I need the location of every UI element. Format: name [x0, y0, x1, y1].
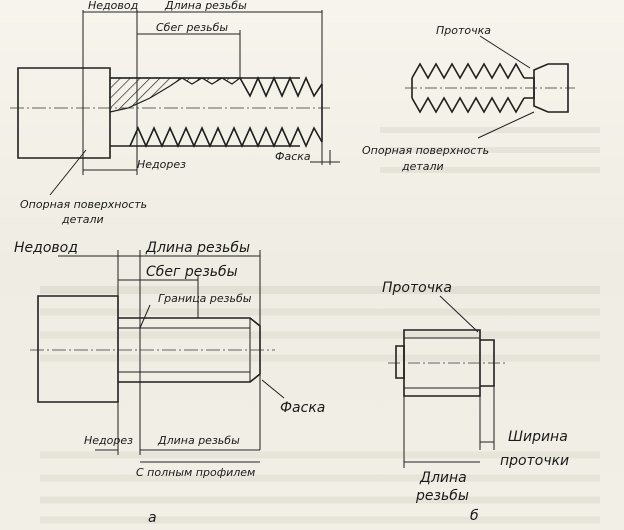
- bottom-right-figure: [388, 295, 505, 468]
- bl-faska-label: Фаска: [280, 400, 325, 416]
- br-dlina-line1: Длина: [419, 470, 467, 486]
- bl-s-polnym-label: С полным профилем: [136, 466, 255, 479]
- tl-nedovod-label: Недовод: [88, 0, 138, 12]
- tl-nedorez-label: Недорез: [137, 158, 186, 171]
- bottom-left-figure: [30, 250, 285, 463]
- bl-nedovod-label: Недовод: [14, 240, 78, 256]
- tl-opornaya-line1: Опорная поверхность: [20, 198, 147, 211]
- br-shirina-line1: Ширина: [508, 429, 568, 445]
- tr-opornaya-line2: детали: [401, 160, 444, 173]
- bl-nedorez-label: Недорез: [84, 434, 133, 447]
- tl-faska-label: Фаска: [275, 150, 311, 163]
- br-caption: б: [470, 508, 479, 524]
- bl-dlina-rezby-bottom-label: Длина резьбы: [157, 434, 240, 447]
- top-right-figure: [405, 35, 575, 139]
- top-left-figure: [10, 10, 340, 196]
- tl-dlina-rezby-label: Длина резьбы: [164, 0, 247, 12]
- bl-caption: а: [148, 510, 157, 526]
- tr-opornaya-line1: Опорная поверхность: [362, 144, 489, 157]
- br-protochka-label: Проточка: [382, 280, 452, 296]
- tr-protochka-label: Проточка: [436, 24, 491, 37]
- tl-sbeg-rezby-label: Сбег резьбы: [156, 21, 228, 34]
- bl-sbeg-rezby-label: Сбег резьбы: [146, 264, 238, 280]
- br-shirina-line2: проточки: [500, 453, 569, 469]
- tl-opornaya-line2: детали: [61, 213, 104, 226]
- br-dlina-line2: резьбы: [415, 488, 469, 504]
- bl-granitsa-label: Граница резьбы: [158, 292, 252, 305]
- bl-dlina-rezby-label: Длина резьбы: [145, 240, 250, 256]
